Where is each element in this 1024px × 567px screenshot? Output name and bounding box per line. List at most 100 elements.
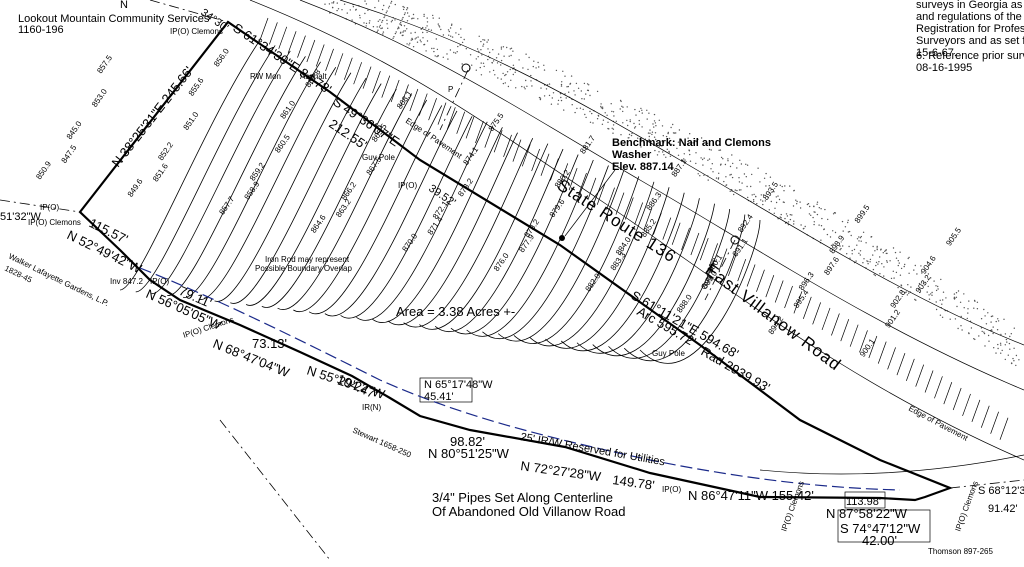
stipple-dot: [393, 36, 395, 38]
stipple-dot: [884, 250, 886, 252]
stipple-dot: [492, 69, 495, 72]
stipple-dot: [963, 293, 965, 295]
stipple-dot: [826, 233, 829, 236]
stipple-dot: [545, 88, 548, 90]
stipple-dot: [504, 74, 506, 77]
stipple-dot: [824, 208, 826, 211]
stipple-dot: [382, 33, 384, 35]
hatch-line: [980, 405, 990, 428]
stipple-dot: [588, 84, 590, 86]
stipple-dot: [522, 67, 524, 69]
stipple-dot: [1015, 354, 1018, 357]
stipple-dot: [635, 114, 637, 116]
stipple-dot: [917, 288, 920, 290]
stipple-dot: [984, 345, 986, 347]
stipple-dot: [662, 142, 665, 144]
note-line: Surveyors and as set forth: [916, 35, 1024, 47]
stipple-dot: [867, 260, 869, 263]
stipple-dot: [897, 260, 899, 262]
stipple-dot: [402, 34, 404, 36]
stipple-dot: [741, 182, 743, 184]
stipple-dot: [551, 97, 553, 99]
hatch-line: [952, 387, 962, 411]
stipple-dot: [820, 208, 822, 210]
stipple-dot: [431, 47, 433, 50]
stipple-dot: [736, 189, 738, 192]
stipple-dot: [730, 173, 732, 176]
stipple-dot: [589, 121, 592, 124]
stipple-dot: [913, 269, 915, 271]
stipple-dot: [579, 107, 582, 109]
stipple-dot: [483, 39, 486, 41]
stipple-dot: [374, 6, 376, 9]
stipple-dot: [668, 151, 670, 153]
stipple-dot: [935, 301, 937, 303]
stipple-dot: [992, 332, 994, 335]
stipple-dot: [908, 272, 910, 274]
iron-rod-2: Possible Boundary Overlap: [255, 264, 352, 273]
stipple-dot: [874, 274, 876, 277]
hatch-line: [746, 264, 756, 287]
hatch-line: [681, 227, 690, 250]
stipple-dot: [859, 254, 861, 256]
stipple-dot: [976, 301, 979, 303]
stipple-dot: [746, 164, 749, 166]
stipple-dot: [634, 108, 636, 111]
stipple-dot: [858, 252, 860, 254]
stipple-dot: [496, 62, 499, 64]
stipple-dot: [478, 50, 480, 52]
contour-line: [308, 105, 443, 315]
hatch-line: [728, 253, 737, 276]
stipple-dot: [745, 163, 747, 165]
ipo-clemons-4: IP(O) Clemons: [953, 480, 980, 533]
stipple-dot: [879, 273, 881, 275]
stipple-dot: [978, 335, 980, 337]
ipo-clemons-left: IP(O) Clemons: [28, 218, 81, 227]
stipple-dot: [1005, 338, 1008, 341]
stipple-dot: [404, 12, 406, 14]
stipple-dot: [890, 277, 893, 280]
note-line: and regulations of the Geor: [916, 11, 1024, 23]
stipple-dot: [687, 137, 689, 139]
stipple-dot: [1010, 333, 1012, 335]
stipple-dot: [653, 136, 656, 138]
elevation-label: 878.2: [522, 217, 541, 239]
stipple-dot: [483, 65, 485, 68]
elevation-label: 897.6: [822, 255, 841, 277]
contour-line: [119, 39, 261, 291]
stipple-dot: [477, 56, 479, 58]
stipple-dot: [436, 48, 439, 51]
stipple-dot: [820, 225, 823, 227]
stipple-dot: [663, 154, 665, 156]
ipo-clemons-top: IP(O) Clemons: [170, 27, 223, 36]
stipple-dot: [786, 215, 789, 217]
stipple-dot: [333, 1, 335, 3]
elevation-label: 866.2: [339, 180, 358, 202]
stipple-dot: [984, 315, 986, 317]
stipple-dot: [839, 245, 841, 247]
stipple-dot: [808, 213, 811, 215]
stipple-dot: [765, 172, 767, 175]
hatch-line: [493, 130, 503, 153]
stipple-dot: [660, 145, 663, 147]
stipple-dot: [980, 327, 983, 329]
stipple-dot: [368, 22, 371, 24]
stipple-dot: [602, 119, 605, 121]
stipple-dot: [899, 274, 902, 276]
stipple-dot: [381, 27, 383, 29]
stipple-dot: [384, 15, 386, 17]
stipple-dot: [813, 223, 815, 226]
hatch-line: [643, 207, 653, 230]
stipple-dot: [914, 264, 916, 267]
stipple-dot: [695, 162, 697, 165]
benchmark-marker: [559, 235, 565, 241]
stipple-dot: [515, 87, 517, 89]
elevation-label: 875.5: [487, 111, 506, 133]
stipple-dot: [518, 59, 520, 61]
stipple-dot: [406, 9, 408, 11]
stipple-dot: [997, 318, 999, 320]
stipple-dot: [717, 177, 720, 179]
stipple-dot: [563, 109, 565, 111]
stipple-dot: [907, 257, 909, 260]
stipple-dot: [874, 250, 876, 252]
